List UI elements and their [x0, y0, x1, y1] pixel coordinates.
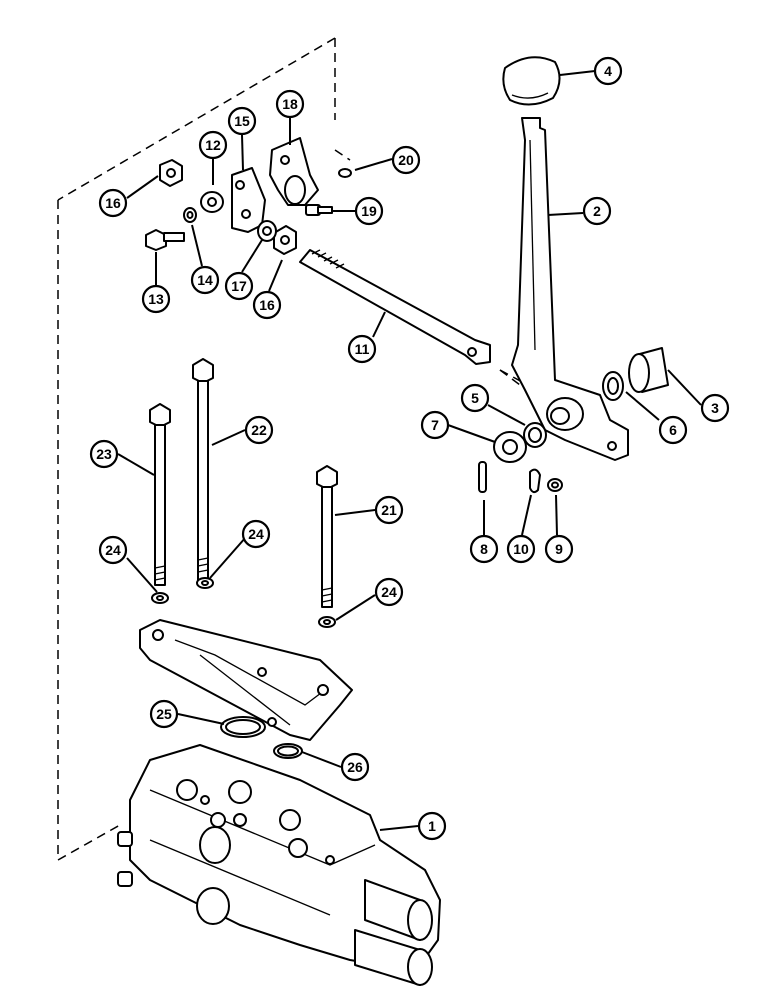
washer-24-c — [318, 616, 336, 628]
callout-14: 14 — [190, 265, 220, 295]
knob-part — [502, 56, 561, 106]
svg-text:4: 4 — [604, 63, 612, 79]
leader-lines — [117, 70, 702, 831]
long-bolt-21 — [316, 465, 338, 608]
callout-25: 25 — [149, 699, 179, 729]
callout-15: 15 — [227, 106, 257, 136]
callout-24-a: 24 — [98, 535, 128, 565]
callout-4: 4 — [593, 56, 623, 86]
callout-12: 12 — [198, 130, 228, 160]
washer-24-a — [151, 592, 169, 604]
svg-text:24: 24 — [381, 584, 397, 600]
bushing-part — [628, 347, 669, 393]
o-ring-26 — [273, 743, 303, 759]
washer-24-b — [196, 577, 214, 589]
callout-13: 13 — [141, 284, 171, 314]
svg-text:14: 14 — [197, 272, 213, 288]
long-bolt-23 — [149, 403, 171, 586]
svg-text:5: 5 — [471, 390, 479, 406]
callout-20: 20 — [391, 145, 421, 175]
callout-7: 7 — [420, 410, 450, 440]
callout-24-b: 24 — [241, 519, 271, 549]
svg-text:26: 26 — [347, 759, 363, 775]
valve-body-part — [117, 744, 441, 986]
callout-21: 21 — [374, 495, 404, 525]
callout-18: 18 — [275, 89, 305, 119]
svg-text:8: 8 — [480, 541, 488, 557]
washer-7 — [493, 431, 527, 463]
nut-16-upper — [159, 159, 183, 187]
bolt-13 — [145, 229, 185, 251]
svg-text:22: 22 — [251, 422, 267, 438]
callout-1: 1 — [417, 811, 447, 841]
long-bolt-22 — [192, 358, 214, 582]
svg-text:6: 6 — [669, 422, 677, 438]
svg-text:21: 21 — [381, 502, 397, 518]
callout-16-upper: 16 — [98, 188, 128, 218]
callout-22: 22 — [244, 415, 274, 445]
svg-text:9: 9 — [555, 541, 563, 557]
nut-16-lower — [273, 225, 297, 255]
svg-text:24: 24 — [105, 542, 121, 558]
svg-text:25: 25 — [156, 706, 172, 722]
rod-part — [299, 249, 491, 365]
svg-text:13: 13 — [148, 291, 164, 307]
callout-10: 10 — [506, 534, 536, 564]
svg-text:19: 19 — [361, 203, 377, 219]
o-ring-25 — [220, 716, 266, 738]
svg-text:20: 20 — [398, 152, 414, 168]
svg-text:1: 1 — [428, 818, 436, 834]
svg-text:2: 2 — [593, 203, 601, 219]
svg-text:11: 11 — [355, 341, 370, 357]
svg-text:24: 24 — [248, 526, 264, 542]
lock-washer-17 — [257, 220, 277, 242]
svg-text:12: 12 — [205, 137, 221, 153]
cover-plate-part — [139, 619, 353, 741]
washer-9 — [547, 478, 563, 492]
svg-text:23: 23 — [96, 446, 112, 462]
small-bolt-part — [305, 204, 333, 216]
svg-text:10: 10 — [513, 541, 529, 557]
washer-5 — [523, 422, 547, 448]
callout-24-c: 24 — [374, 577, 404, 607]
callout-3: 3 — [700, 393, 730, 423]
callout-26: 26 — [340, 752, 370, 782]
small-pin-part — [338, 168, 352, 178]
lever-part — [511, 117, 629, 461]
callout-17: 17 — [224, 271, 254, 301]
bracket-part — [231, 167, 266, 233]
callout-8: 8 — [469, 534, 499, 564]
svg-text:16: 16 — [105, 195, 121, 211]
svg-text:17: 17 — [231, 278, 247, 294]
callout-19: 19 — [354, 196, 384, 226]
svg-text:3: 3 — [711, 400, 719, 416]
svg-text:15: 15 — [234, 113, 250, 129]
svg-text:7: 7 — [431, 417, 439, 433]
pin-part — [478, 461, 487, 493]
washer-6 — [602, 371, 624, 401]
clevis-part — [269, 137, 319, 206]
spacer-part — [200, 191, 224, 213]
svg-text:18: 18 — [282, 96, 298, 112]
callout-2: 2 — [582, 196, 612, 226]
callout-5: 5 — [460, 383, 490, 413]
clip-part — [529, 468, 541, 494]
callout-6: 6 — [658, 415, 688, 445]
callout-9: 9 — [544, 534, 574, 564]
washer-14 — [183, 207, 197, 223]
svg-text:16: 16 — [259, 297, 275, 313]
callout-23: 23 — [89, 439, 119, 469]
callout-16-lower: 16 — [252, 290, 282, 320]
callout-11: 11 — [347, 334, 377, 364]
